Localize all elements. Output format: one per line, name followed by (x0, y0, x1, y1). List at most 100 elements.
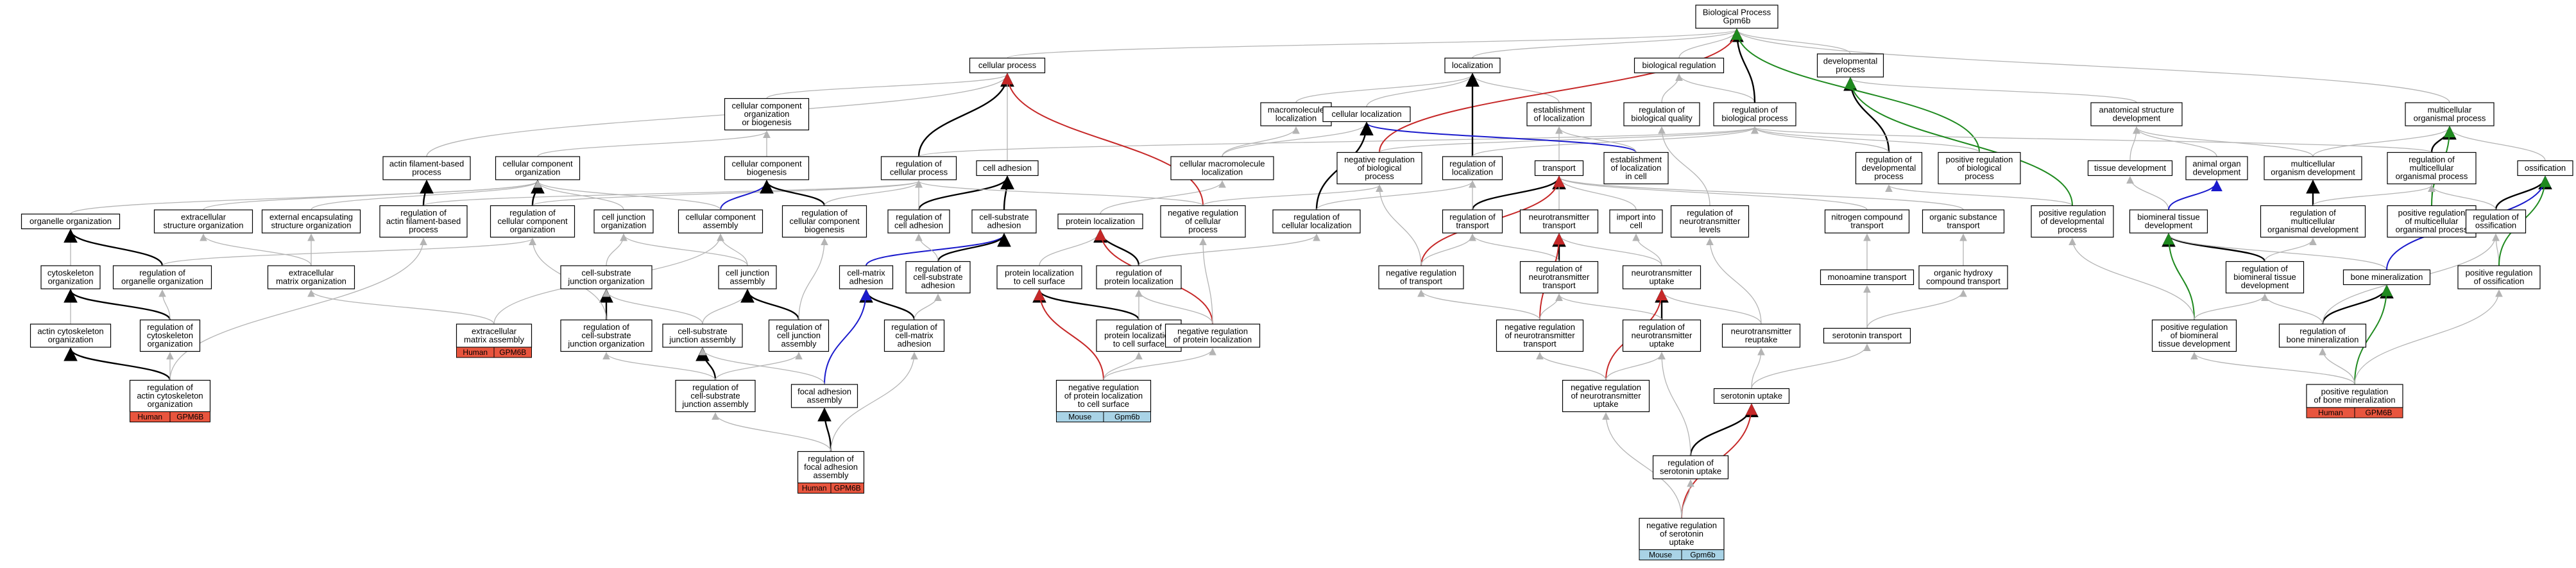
go-term-label: regulation of (1536, 264, 1582, 273)
go-term-node[interactable]: serotonin transport (1823, 327, 1911, 344)
go-term-box (1164, 323, 1261, 348)
go-term-node[interactable]: organelle organization (21, 213, 121, 230)
go-term-node[interactable]: tissue development (2087, 160, 2173, 176)
go-term-node[interactable]: cellular localization (1322, 106, 1411, 123)
go-term-node[interactable]: protein localization (1057, 213, 1143, 230)
go-term-node[interactable]: transport (1534, 160, 1584, 176)
go-term-node[interactable]: localization (1444, 57, 1501, 74)
go-term-label: to cell surface (1113, 339, 1164, 349)
go-term-label: cellular component (789, 216, 860, 226)
relation-edge-is-a (1555, 233, 1662, 266)
go-term-node[interactable]: cell adhesion (976, 160, 1039, 176)
go-term-node[interactable]: monoamine transport (1820, 269, 1915, 286)
go-term-node[interactable]: biological regulation (1633, 57, 1725, 74)
go-term-node[interactable]: ossification (2517, 160, 2573, 176)
go-term-node[interactable]: serotonin uptake (1713, 388, 1790, 404)
go-term-node[interactable]: cellular process (969, 57, 1046, 74)
go-term-node[interactable]: bone mineralization (2342, 269, 2431, 286)
